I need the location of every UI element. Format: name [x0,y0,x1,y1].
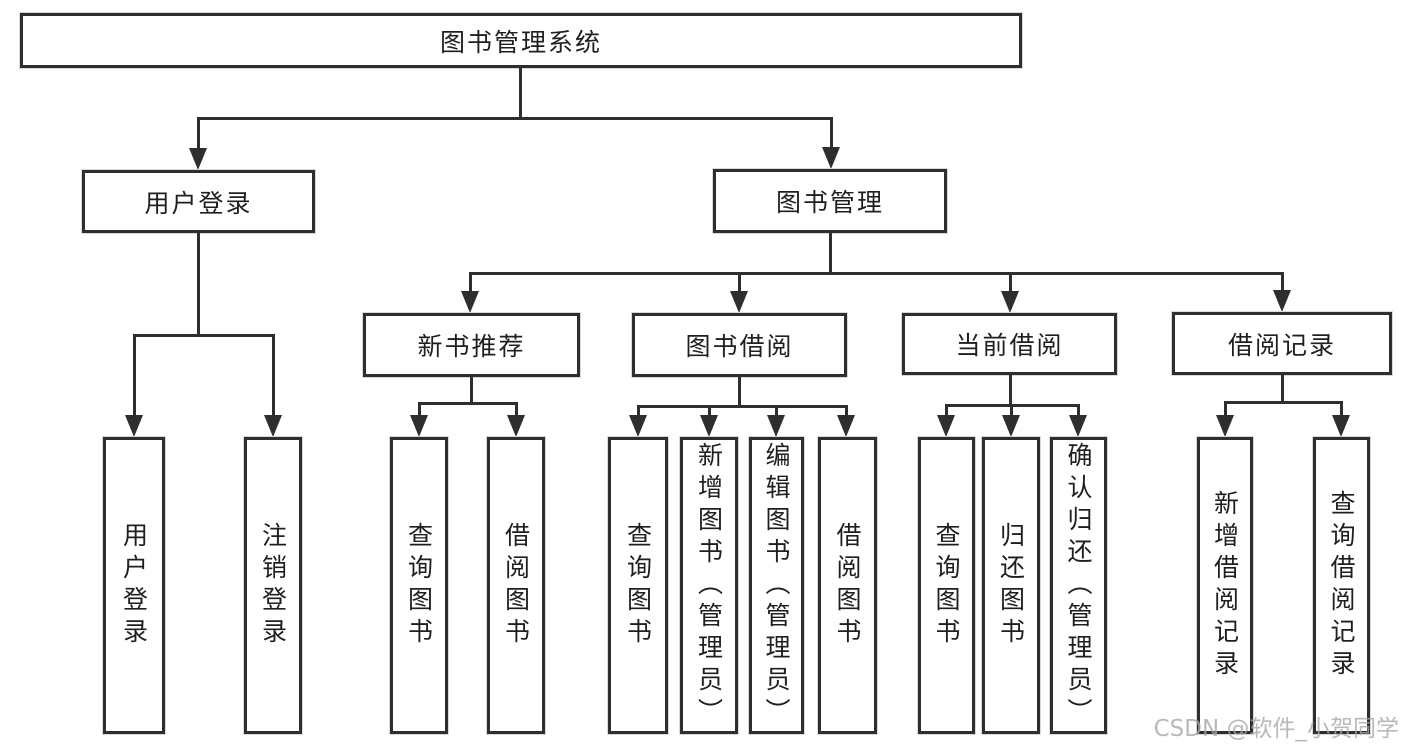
connector-line [738,272,741,292]
connector-arrowhead [1332,415,1350,437]
node-book-mgmt: 图书管理 [713,169,947,233]
node-nb-borrow-label: 借阅图书 [501,521,531,650]
node-cb-confirm: 确认归还（管理员） [1050,437,1107,734]
node-cb-return-label: 归还图书 [996,521,1026,650]
connector-line [197,233,200,337]
connector-line [1281,272,1284,292]
node-nb-query: 查询图书 [390,437,448,734]
connector-arrowhead [1002,415,1020,437]
connector-line [1009,272,1012,292]
node-current-borrow: 当前借阅 [902,313,1117,375]
connector-line [470,377,473,405]
connector-line [197,117,833,120]
connector-line [519,68,522,119]
connector-arrowhead [410,415,428,437]
connector-arrowhead [629,415,647,437]
node-ul-logout-label: 注销登录 [258,521,288,650]
connector-arrowhead [1273,290,1291,312]
node-br-add: 新增借阅记录 [1197,437,1253,734]
node-bb-edit-label: 编辑图书（管理员） [762,441,791,730]
node-cb-return: 归还图书 [982,437,1040,734]
node-bb-borrow-label: 借阅图书 [833,521,862,650]
node-borrow-record-label: 借阅记录 [1227,330,1336,360]
node-bb-borrow: 借阅图书 [818,437,877,734]
connector-line [418,402,518,405]
connector-line [515,402,518,416]
connector-arrowhead [507,415,525,437]
connector-line [945,404,948,417]
connector-arrowhead [700,415,718,437]
node-ul-logout: 注销登录 [244,437,302,734]
connector-arrowhead [125,415,143,437]
connector-line [1009,375,1012,407]
connector-line [272,334,275,415]
connector-line [637,405,848,408]
connector-line [197,117,200,150]
node-bb-add: 新增图书（管理员） [680,437,738,734]
connector-line [637,405,640,417]
node-br-query: 查询借阅记录 [1313,437,1370,734]
connector-line [469,272,1284,275]
connector-line [1224,401,1343,404]
connector-line [469,272,472,292]
node-book-mgmt-label: 图书管理 [775,188,884,217]
connector-line [1010,404,1013,417]
node-bb-add-label: 新增图书（管理员） [694,441,724,730]
connector-line [133,334,136,415]
node-root: 图书管理系统 [20,13,1022,68]
connector-arrowhead [1069,415,1087,437]
connector-arrowhead [767,415,785,437]
connector-line [418,402,421,416]
node-cb-query-label: 查询图书 [932,521,961,650]
connector-arrowhead [461,291,479,313]
node-nb-query-label: 查询图书 [404,521,434,650]
connector-arrowhead [837,415,855,437]
connector-arrowhead [1216,415,1234,437]
connector-line [830,117,833,150]
node-cb-query: 查询图书 [918,437,975,734]
connector-arrowhead [264,415,282,437]
node-br-add-label: 新增借阅记录 [1210,489,1240,682]
connector-line [775,405,778,417]
node-bb-edit: 编辑图书（管理员） [749,437,804,734]
connector-line [708,405,711,417]
connector-line [1077,404,1080,417]
connector-line [829,233,832,275]
node-cb-confirm-label: 确认归还（管理员） [1064,441,1093,730]
connector-line [133,334,275,337]
node-borrow-record: 借阅记录 [1172,312,1392,375]
connector-line [845,405,848,417]
node-new-book-rec: 新书推荐 [363,313,580,377]
node-current-borrow-label: 当前借阅 [955,331,1064,360]
watermark: CSDN @软件_小贺同学 [1153,716,1399,742]
node-user-login: 用户登录 [82,170,315,233]
node-book-borrow: 图书借阅 [632,313,847,377]
connector-arrowhead [822,147,840,169]
connector-line [1224,401,1227,417]
node-ul-login: 用户登录 [103,437,165,734]
node-nb-borrow: 借阅图书 [487,437,545,734]
node-new-book-rec-label: 新书推荐 [417,332,526,361]
node-bb-query: 查询图书 [608,437,668,734]
connector-arrowhead [1001,291,1019,313]
node-bb-query-label: 查询图书 [623,521,653,650]
node-book-borrow-label: 图书借阅 [685,332,794,361]
connector-arrowhead [937,415,955,437]
node-br-query-label: 查询借阅记录 [1327,489,1356,682]
connector-line [738,377,741,408]
connector-arrowhead [730,291,748,313]
connector-arrowhead [189,148,207,170]
connector-line [1340,401,1343,417]
node-ul-login-label: 用户登录 [119,521,149,650]
connector-line [1281,375,1284,404]
node-user-login-label: 用户登录 [144,188,253,218]
node-root-label: 图书管理系统 [439,27,602,57]
